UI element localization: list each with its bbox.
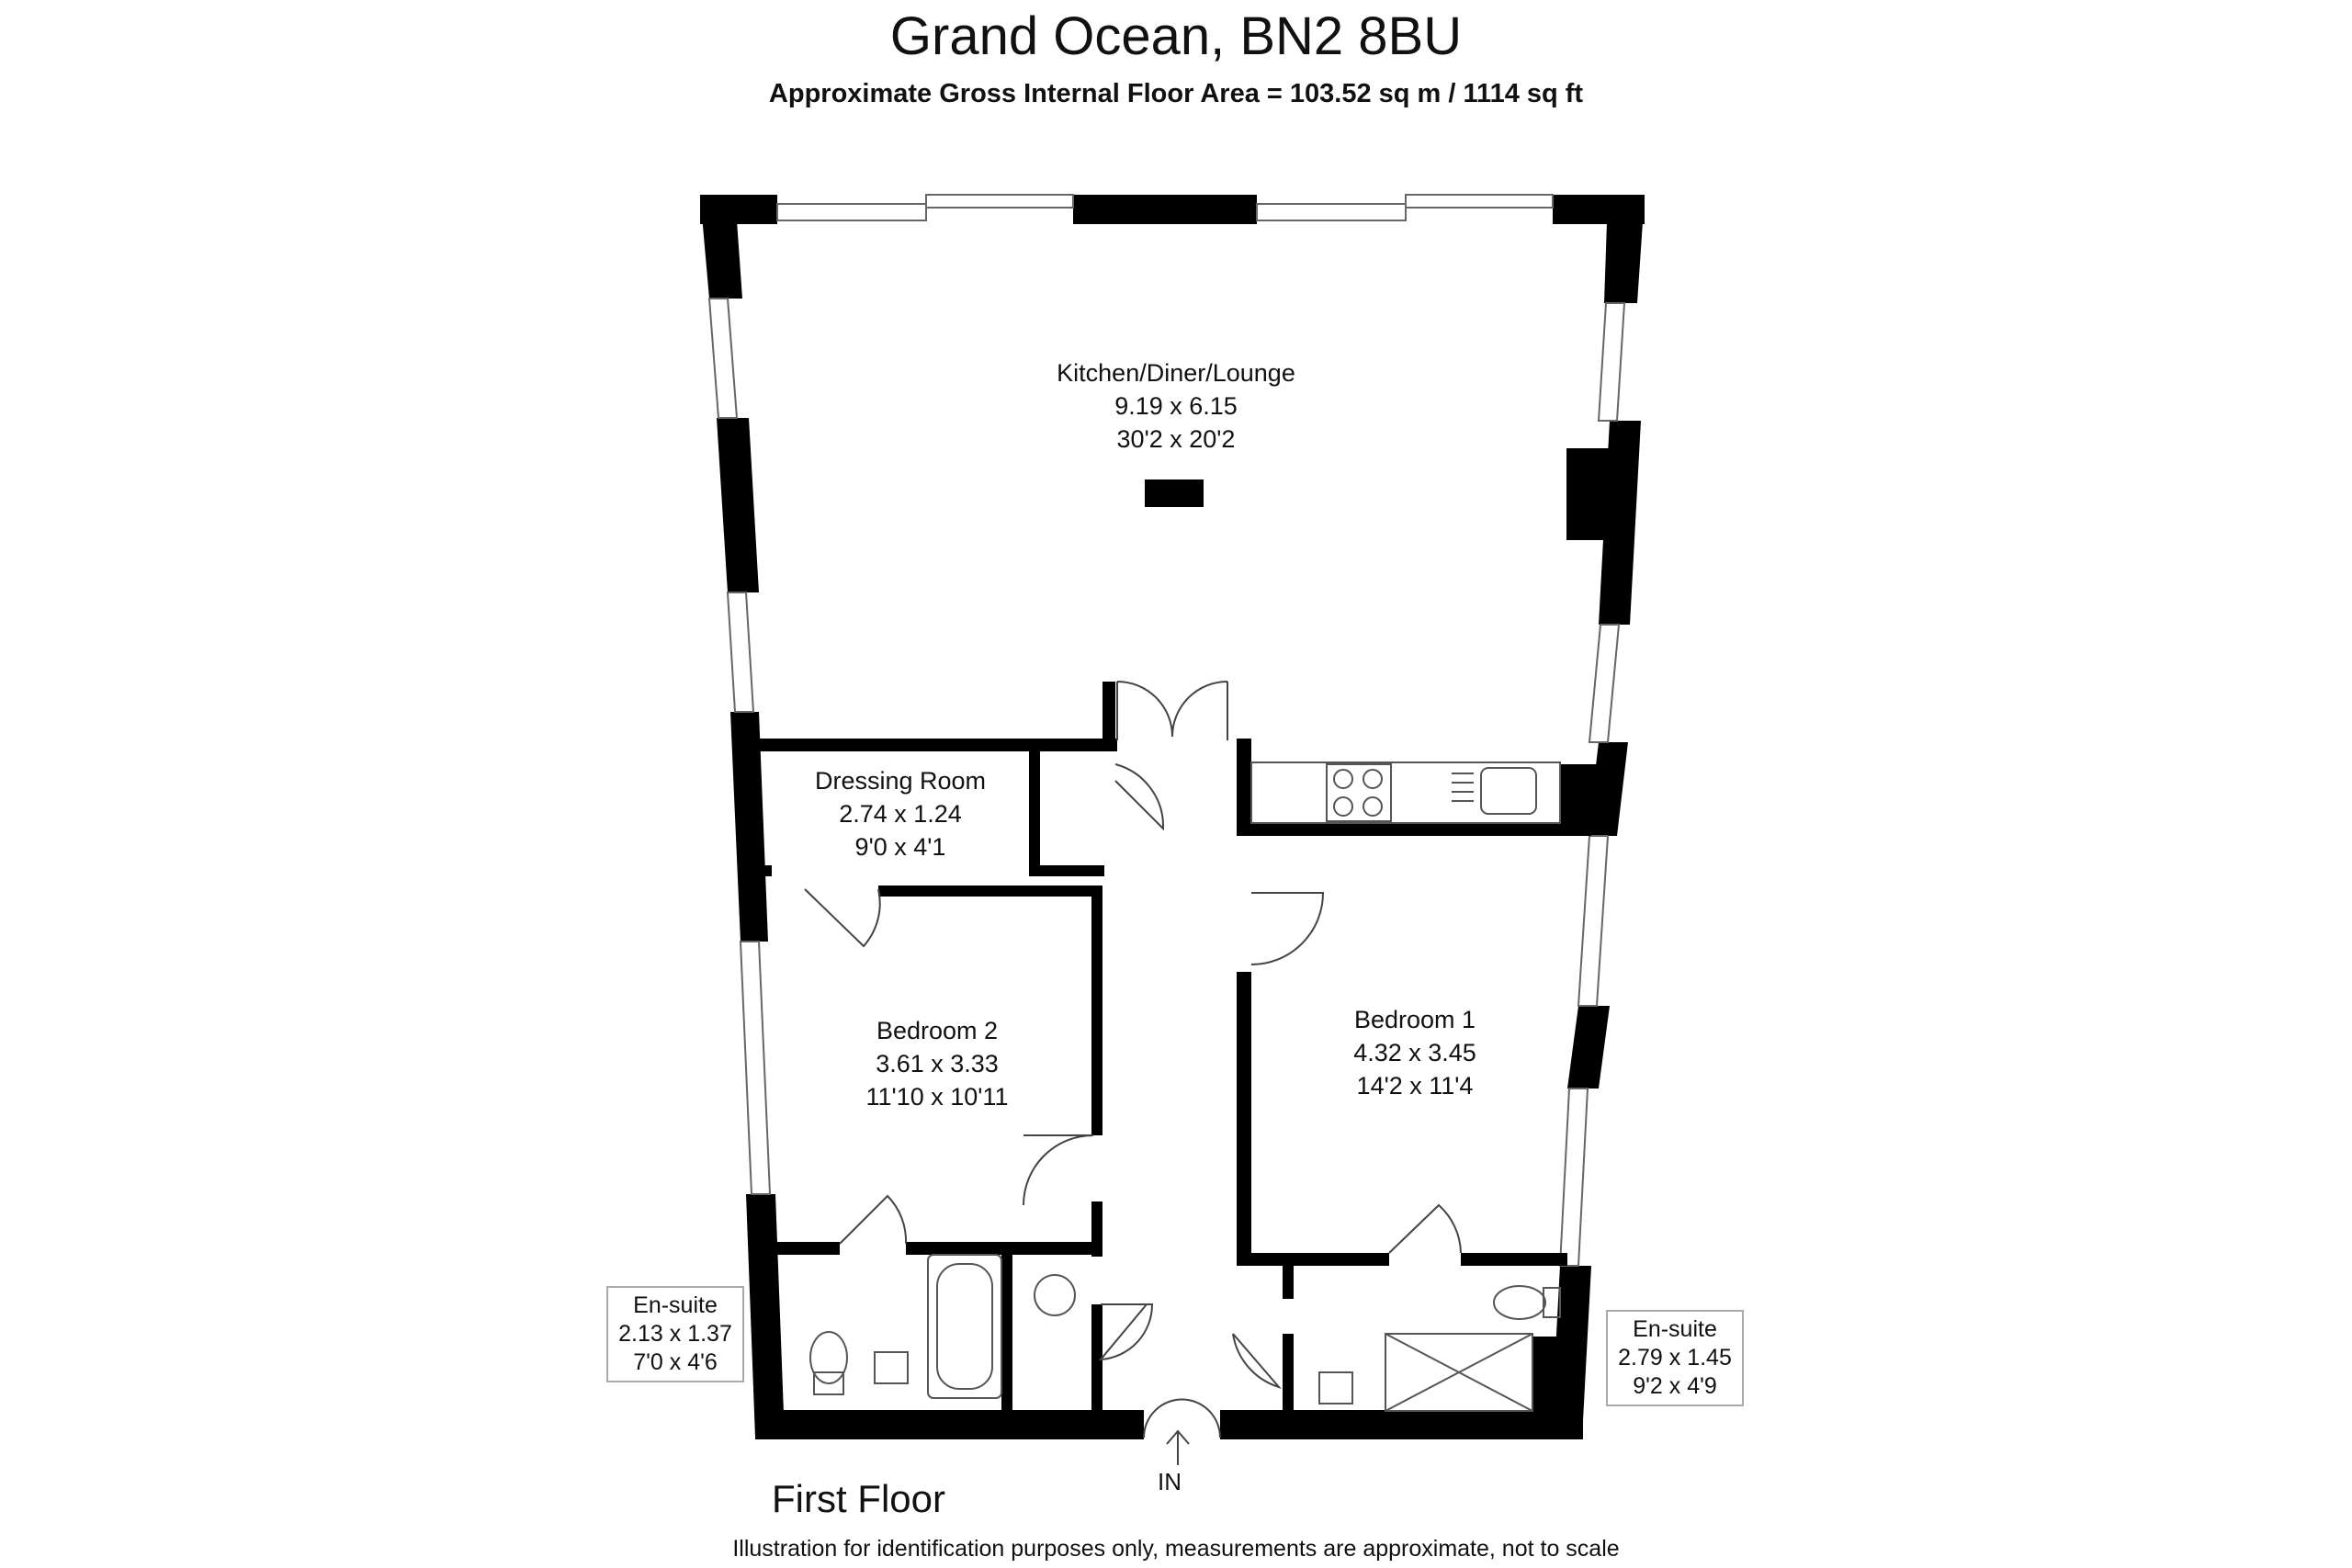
room-imperial: 11'10 x 10'11	[865, 1083, 1009, 1111]
disclaimer-text: Illustration for identification purposes…	[732, 1536, 1620, 1562]
room-name: En-suite	[1633, 1316, 1717, 1342]
right-wall-seg4	[1567, 1006, 1610, 1089]
top-wall-mid	[1073, 195, 1257, 224]
room-imperial: 14'2 x 11'4	[1356, 1072, 1474, 1100]
room-metric: 2.74 x 1.24	[839, 800, 962, 828]
room-imperial: 9'2 x 4'9	[1633, 1373, 1717, 1399]
room-name: Dressing Room	[814, 767, 987, 795]
room-en-suite-right: En-suite 2.79 x 1.45 9'2 x 4'9	[1606, 1310, 1744, 1406]
internal-walls	[759, 682, 1597, 1411]
right-wall-top	[1604, 195, 1645, 303]
plan-title: Grand Ocean, BN2 8BU	[889, 6, 1463, 66]
room-imperial: 9'0 x 4'1	[854, 833, 946, 861]
entrance-label: IN	[1158, 1468, 1182, 1495]
room-metric: 4.32 x 3.45	[1353, 1039, 1476, 1066]
room-kitchen-diner-lounge: Kitchen/Diner/Lounge 9.19 x 6.15 30'2 x …	[1011, 356, 1341, 456]
room-en-suite-left: En-suite 2.13 x 1.37 7'0 x 4'6	[606, 1286, 744, 1382]
room-name: Bedroom 2	[876, 1017, 999, 1044]
room-metric: 9.19 x 6.15	[1114, 392, 1238, 420]
room-bedroom-2: Bedroom 2 3.61 x 3.33 11'10 x 10'11	[808, 1014, 1066, 1113]
room-imperial: 7'0 x 4'6	[633, 1349, 718, 1375]
room-metric: 2.13 x 1.37	[618, 1321, 732, 1347]
door-swings	[804, 681, 1462, 1438]
right-wall-seg3	[1588, 742, 1628, 836]
kitchen-fittings	[1250, 761, 1561, 824]
left-wall-seg3	[730, 712, 768, 942]
left-wall-seg4	[746, 1194, 785, 1438]
room-dressing-room: Dressing Room 2.74 x 1.24 9'0 x 4'1	[772, 764, 1029, 863]
kitchen-pillar	[1145, 479, 1204, 507]
bathroom-fittings	[809, 1254, 1561, 1412]
entrance-arrow-icon	[1166, 1429, 1190, 1465]
room-name: Kitchen/Diner/Lounge	[1057, 359, 1295, 387]
room-metric: 2.79 x 1.45	[1618, 1345, 1732, 1371]
bottom-wall-right	[1220, 1410, 1583, 1439]
left-wall-seg2	[717, 418, 759, 592]
room-name: En-suite	[633, 1292, 718, 1318]
left-wall-top	[700, 195, 742, 299]
bottom-wall-left	[755, 1410, 1144, 1439]
chimney-breast	[1566, 448, 1611, 540]
room-bedroom-1: Bedroom 1 4.32 x 3.45 14'2 x 11'4	[1286, 1003, 1544, 1102]
ensuite-right-block	[1532, 1337, 1583, 1438]
room-imperial: 30'2 x 20'2	[1116, 425, 1236, 453]
room-name: Bedroom 1	[1353, 1006, 1476, 1033]
floor-area-subtitle: Approximate Gross Internal Floor Area = …	[768, 79, 1584, 108]
windows	[707, 194, 1626, 1267]
floor-label: First Floor	[772, 1477, 945, 1520]
room-metric: 3.61 x 3.33	[876, 1050, 999, 1077]
